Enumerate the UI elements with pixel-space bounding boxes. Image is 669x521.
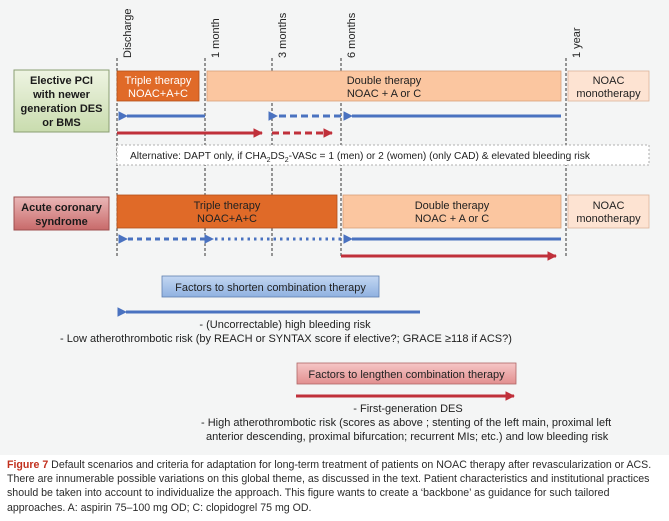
pci-triple-sub: NOAC+A+C [128, 88, 188, 100]
lengthen-line3: anterior descending, proximal bifurcatio… [206, 431, 609, 443]
pci-label-line2: with newer [32, 89, 91, 101]
alternative-text: Alternative: DAPT only, if CHA2DS2-VASc … [130, 151, 591, 164]
pci-double-title: Double therapy [347, 75, 422, 87]
pci-label-line3: generation DES [21, 103, 103, 115]
pci-triple-therapy-box [116, 70, 200, 102]
label-discharge: Discharge [122, 8, 134, 58]
shorten-factors-box [161, 275, 380, 298]
lengthen-factors-box [296, 362, 517, 385]
acs-label-box [13, 196, 110, 231]
acs-noac-line2: monotherapy [576, 213, 641, 225]
acs-noac-box [567, 194, 650, 229]
pci-noac-box [567, 70, 650, 102]
acs-triple-therapy-box [116, 194, 338, 229]
caption-text: Default scenarios and criteria for adapt… [7, 459, 652, 514]
acs-double-title: Double therapy [415, 200, 490, 212]
pci-label-line4: or BMS [42, 117, 81, 129]
therapy-diagram: Discharge 1 month 3 months 6 months 1 ye… [13, 8, 650, 443]
pci-triple-title: Triple therapy [125, 75, 192, 87]
acs-triple-sub: NOAC+A+C [197, 213, 257, 225]
acs-triple-title: Triple therapy [194, 200, 261, 212]
pci-double-therapy-box [206, 70, 562, 102]
label-1-year: 1 year [571, 27, 583, 58]
pci-label-line1: Elective PCI [30, 75, 93, 87]
acs-noac-line1: NOAC [593, 200, 625, 212]
shorten-line2: - Low atherothrombotic risk (by REACH or… [60, 333, 512, 345]
caption-label: Figure 7 [7, 459, 49, 471]
shorten-factors-title: Factors to shorten combination therapy [175, 282, 366, 294]
lengthen-line1: - First-generation DES [353, 403, 462, 415]
lengthen-factors-title: Factors to lengthen combination therapy [308, 369, 505, 381]
alternative-box [116, 144, 650, 166]
pci-label-box [13, 69, 110, 133]
label-6-months: 6 months [346, 12, 358, 58]
figure-panel: Discharge 1 month 3 months 6 months 1 ye… [0, 0, 669, 455]
lengthen-line2: - High atherothrombotic risk (scores as … [201, 417, 611, 429]
figure-caption: Figure 7 Default scenarios and criteria … [7, 458, 662, 515]
acs-label-line1: Acute coronary [21, 202, 103, 214]
acs-double-sub: NOAC + A or C [415, 213, 489, 225]
label-3-months: 3 months [277, 12, 289, 58]
pci-noac-line2: monotherapy [576, 88, 641, 100]
label-1-month: 1 month [210, 18, 222, 58]
acs-double-therapy-box [342, 194, 562, 229]
pci-double-sub: NOAC + A or C [347, 88, 421, 100]
pci-noac-line1: NOAC [593, 75, 625, 87]
acs-label-line2: syndrome [35, 216, 88, 228]
shorten-line1: - (Uncorrectable) high bleeding risk [199, 319, 371, 331]
